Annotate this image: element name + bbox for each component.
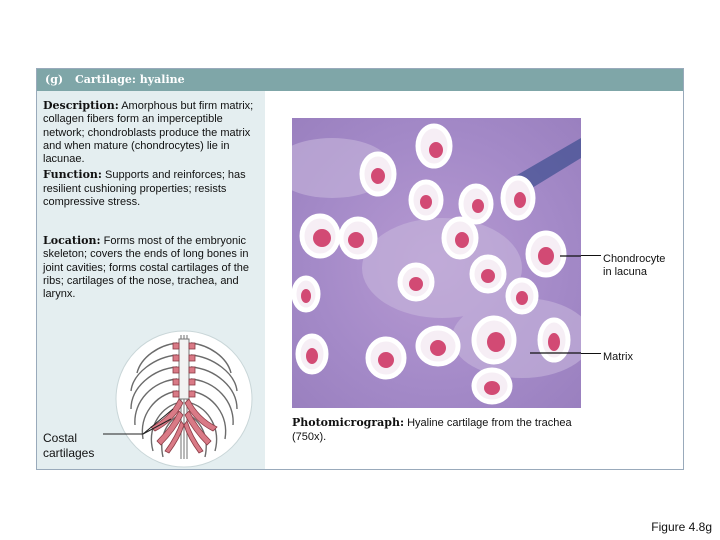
function-text: Supports and reinforces; has resilient c… — [43, 169, 246, 209]
rib-cage-diagram — [103, 330, 253, 468]
description-text: Amorphous but firm matrix; collagen fibe… — [43, 100, 254, 166]
figure-panel: (g) Cartilage: hyaline Description: Amor… — [36, 68, 684, 470]
chondrocyte-label: Chondrocyte in lacuna — [603, 253, 665, 279]
description-block: Description: Amorphous but firm matrix; … — [43, 99, 265, 211]
function-paragraph: Function: Supports and reinforces; has r… — [43, 168, 265, 209]
costal-label-line2: cartilages — [43, 446, 95, 460]
matrix-leader-line — [581, 353, 601, 354]
panel-title: Cartilage: hyaline — [74, 73, 185, 86]
chondrocyte-label-line2: in lacuna — [603, 266, 648, 278]
chondrocyte-label-line1: Chondrocyte — [603, 253, 666, 265]
description-term: Description: — [43, 99, 119, 112]
panel-header: (g) Cartilage: hyaline — [37, 69, 683, 91]
description-paragraph: Description: Amorphous but firm matrix; … — [43, 99, 265, 166]
figure-number: Figure 4.8g — [651, 520, 712, 534]
photomicrograph — [292, 118, 581, 408]
photo-caption: Photomicrograph: Hyaline cartilage from … — [292, 416, 582, 444]
location-paragraph: Location: Forms most of the embryonic sk… — [43, 234, 267, 301]
function-term: Function: — [43, 168, 102, 182]
location-block: Location: Forms most of the embryonic sk… — [43, 234, 267, 301]
location-text: Forms most of the embryonic skeleton; co… — [43, 235, 250, 301]
panel-letter: (g) — [45, 73, 64, 86]
matrix-label: Matrix — [603, 351, 633, 363]
costal-label-line1: Costal — [43, 431, 78, 445]
costal-cartilages-label: Costal cartilages — [43, 431, 113, 461]
caption-term: Photomicrograph: — [292, 416, 405, 429]
caption-text: Hyaline cartilage from the trachea (750x… — [292, 417, 572, 443]
location-term: Location: — [43, 234, 101, 247]
chondrocyte-leader-line — [581, 255, 601, 256]
info-column: Description: Amorphous but firm matrix; … — [37, 91, 265, 469]
